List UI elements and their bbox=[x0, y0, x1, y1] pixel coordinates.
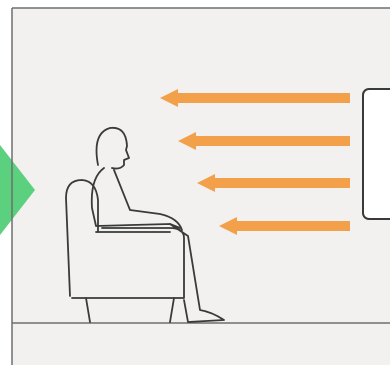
screen-device bbox=[363, 89, 390, 219]
floor bbox=[12, 323, 390, 365]
